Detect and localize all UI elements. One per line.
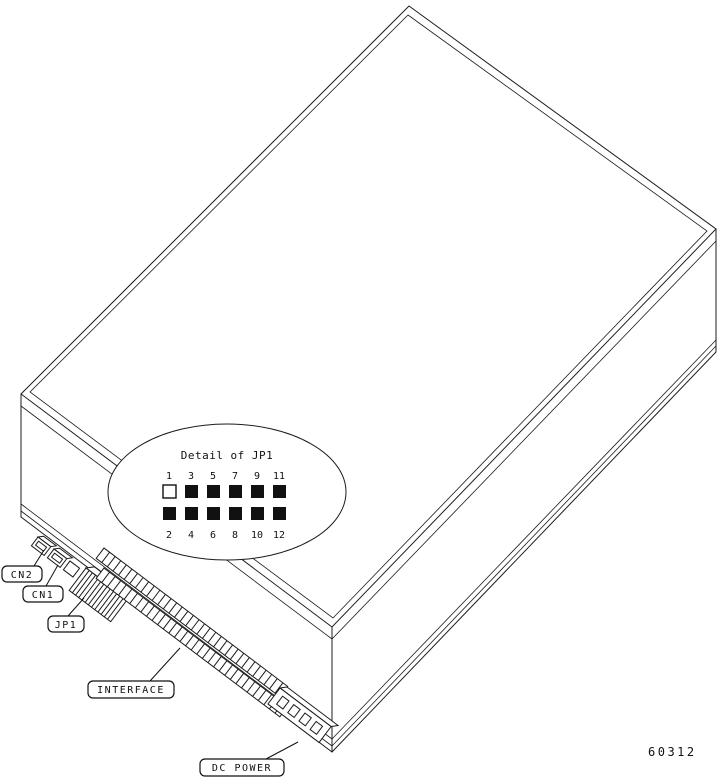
jp1-jumper-pin-hatching <box>71 570 125 620</box>
cn2-connector <box>30 535 58 557</box>
interface-label-text: INTERFACE <box>97 685 165 696</box>
jumper-pin-square-filled-10 <box>251 507 264 520</box>
pin-number-4: 4 <box>188 530 194 541</box>
pin-number-3: 3 <box>188 471 194 482</box>
drive-enclosure-wireframe <box>20 5 717 753</box>
cn1-label-box <box>22 585 64 603</box>
pin-number-6: 6 <box>210 530 216 541</box>
detail-callout-ellipse <box>107 423 347 561</box>
detail-title: Detail of JP1 <box>181 449 274 462</box>
right-face-rim-seam <box>331 240 717 640</box>
pin-number-10: 10 <box>251 530 263 541</box>
cn1-connector <box>46 547 74 569</box>
dc-power-pin-4 <box>309 720 324 735</box>
dc-power-label-text: DC POWER <box>212 763 272 774</box>
jumper-pin-square-filled-8 <box>229 507 242 520</box>
box-top-face-outline <box>20 5 717 628</box>
jumper-pin-square-filled-9 <box>251 485 264 498</box>
interface-pin-row-back <box>95 547 289 698</box>
jumper-pin-square-open-1 <box>162 484 177 499</box>
jumper-pin-square-filled-11 <box>273 485 286 498</box>
dc-power-label-box <box>199 758 285 777</box>
cn2-label-box <box>1 565 43 583</box>
pcb-strip-right-upper <box>331 339 717 740</box>
cn2-label-text: CN2 <box>11 570 34 581</box>
cn1-leader-line <box>45 564 59 587</box>
dc-power-pin-1 <box>275 695 290 710</box>
jp1-leader-line <box>67 597 85 617</box>
jumper-pin-square-filled-6 <box>207 507 220 520</box>
cn2-label: CN2 <box>1 549 45 583</box>
pin-number-2: 2 <box>166 530 172 541</box>
jp1-label-text: JP1 <box>55 620 78 631</box>
cn1-connector-slot <box>50 552 64 564</box>
jp1-detail-callout: Detail of JP1 1 3 5 7 9 11 2 4 6 8 10 12 <box>107 423 347 561</box>
cn2-connector-slot <box>34 540 48 552</box>
pin-number-1: 1 <box>166 471 172 482</box>
cn1-label: CN1 <box>22 564 64 603</box>
pin-number-9: 9 <box>254 471 260 482</box>
dc-power-leader-line <box>265 741 299 760</box>
jumper-pin-square-filled-3 <box>185 485 198 498</box>
jumper-pin-square-filled-4 <box>185 507 198 520</box>
pin-number-11: 11 <box>273 471 285 482</box>
pin-number-7: 7 <box>232 471 238 482</box>
pin-number-8: 8 <box>232 530 238 541</box>
cn1-label-text: CN1 <box>32 590 55 601</box>
figure-number: 60312 <box>648 745 697 759</box>
small-connector-body <box>62 560 81 578</box>
interface-label: INTERFACE <box>87 647 181 699</box>
bottom-edge-connectors <box>30 535 340 744</box>
box-right-bottom-edge <box>331 351 717 753</box>
pin-number-5: 5 <box>210 471 216 482</box>
box-lid-inner-seam <box>29 14 708 619</box>
pcb-strip-right-lower <box>331 345 717 747</box>
dc-power-pin-3 <box>298 712 313 727</box>
jumper-pin-square-filled-2 <box>163 507 176 520</box>
dc-power-label: DC POWER <box>199 741 299 777</box>
jumper-pin-square-filled-7 <box>229 485 242 498</box>
jumper-pin-square-filled-12 <box>273 507 286 520</box>
jp1-label-box <box>47 615 85 633</box>
jp1-label: JP1 <box>47 597 85 633</box>
interface-label-box <box>87 680 175 699</box>
interface-leader-line <box>149 647 181 682</box>
jumper-pin-square-filled-5 <box>207 485 220 498</box>
small-connector-block <box>62 560 81 578</box>
dc-power-pin-2 <box>287 703 301 719</box>
pin-number-12: 12 <box>273 530 285 541</box>
cn2-leader-line <box>33 549 45 567</box>
dc-power-connector <box>267 686 340 744</box>
